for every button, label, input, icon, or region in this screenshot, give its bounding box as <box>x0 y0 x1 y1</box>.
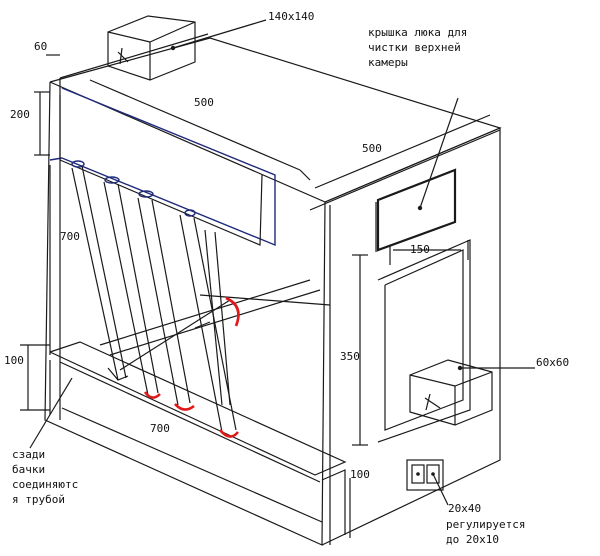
dim-500-side-label: 500 <box>362 142 382 155</box>
note-tanks-line2: бачки <box>12 463 45 476</box>
box-body <box>44 33 502 546</box>
note-hatch-line3: камеры <box>368 56 408 69</box>
dim-60x60-label: 60x60 <box>536 356 569 369</box>
dim-chimney-label: 140x140 <box>268 10 314 23</box>
hatch-cover <box>375 97 459 252</box>
note-hatch-line1: крышка люка для <box>368 26 467 39</box>
note-adjust-line1: регулируется <box>446 518 525 531</box>
dim-20x40-label: 20x40 <box>448 502 481 515</box>
note-hatch-line2: чистки верхней <box>368 41 461 54</box>
red-joints <box>143 296 240 438</box>
note-adjust-line2: до 20x10 <box>446 533 499 546</box>
note-tanks-line4: я трубой <box>12 493 65 506</box>
dimension-lines <box>20 54 491 538</box>
firebox-door <box>377 239 471 443</box>
outlet-box-60x60 <box>409 359 535 426</box>
dim-100-left-label: 100 <box>4 354 24 367</box>
dim-150-label: 150 <box>410 243 430 256</box>
dim-100-bottom-label: 100 <box>350 468 370 481</box>
dim-200-label: 200 <box>10 108 30 121</box>
lower-chamber <box>49 279 347 535</box>
dim-350-label: 350 <box>340 350 360 363</box>
note-tanks-line3: соединяютс <box>12 478 78 491</box>
note-tanks-line1: сзади <box>12 448 45 461</box>
dim-500-top-label: 500 <box>194 96 214 109</box>
dim-700-bottom-label: 700 <box>150 422 170 435</box>
vent-20x40 <box>406 459 449 506</box>
dim-700-left-label: 700 <box>60 230 80 243</box>
upper-chamber <box>49 87 276 247</box>
dim-60-label: 60 <box>34 40 47 53</box>
chimney-box <box>107 15 267 81</box>
heat-pipes <box>71 165 237 433</box>
